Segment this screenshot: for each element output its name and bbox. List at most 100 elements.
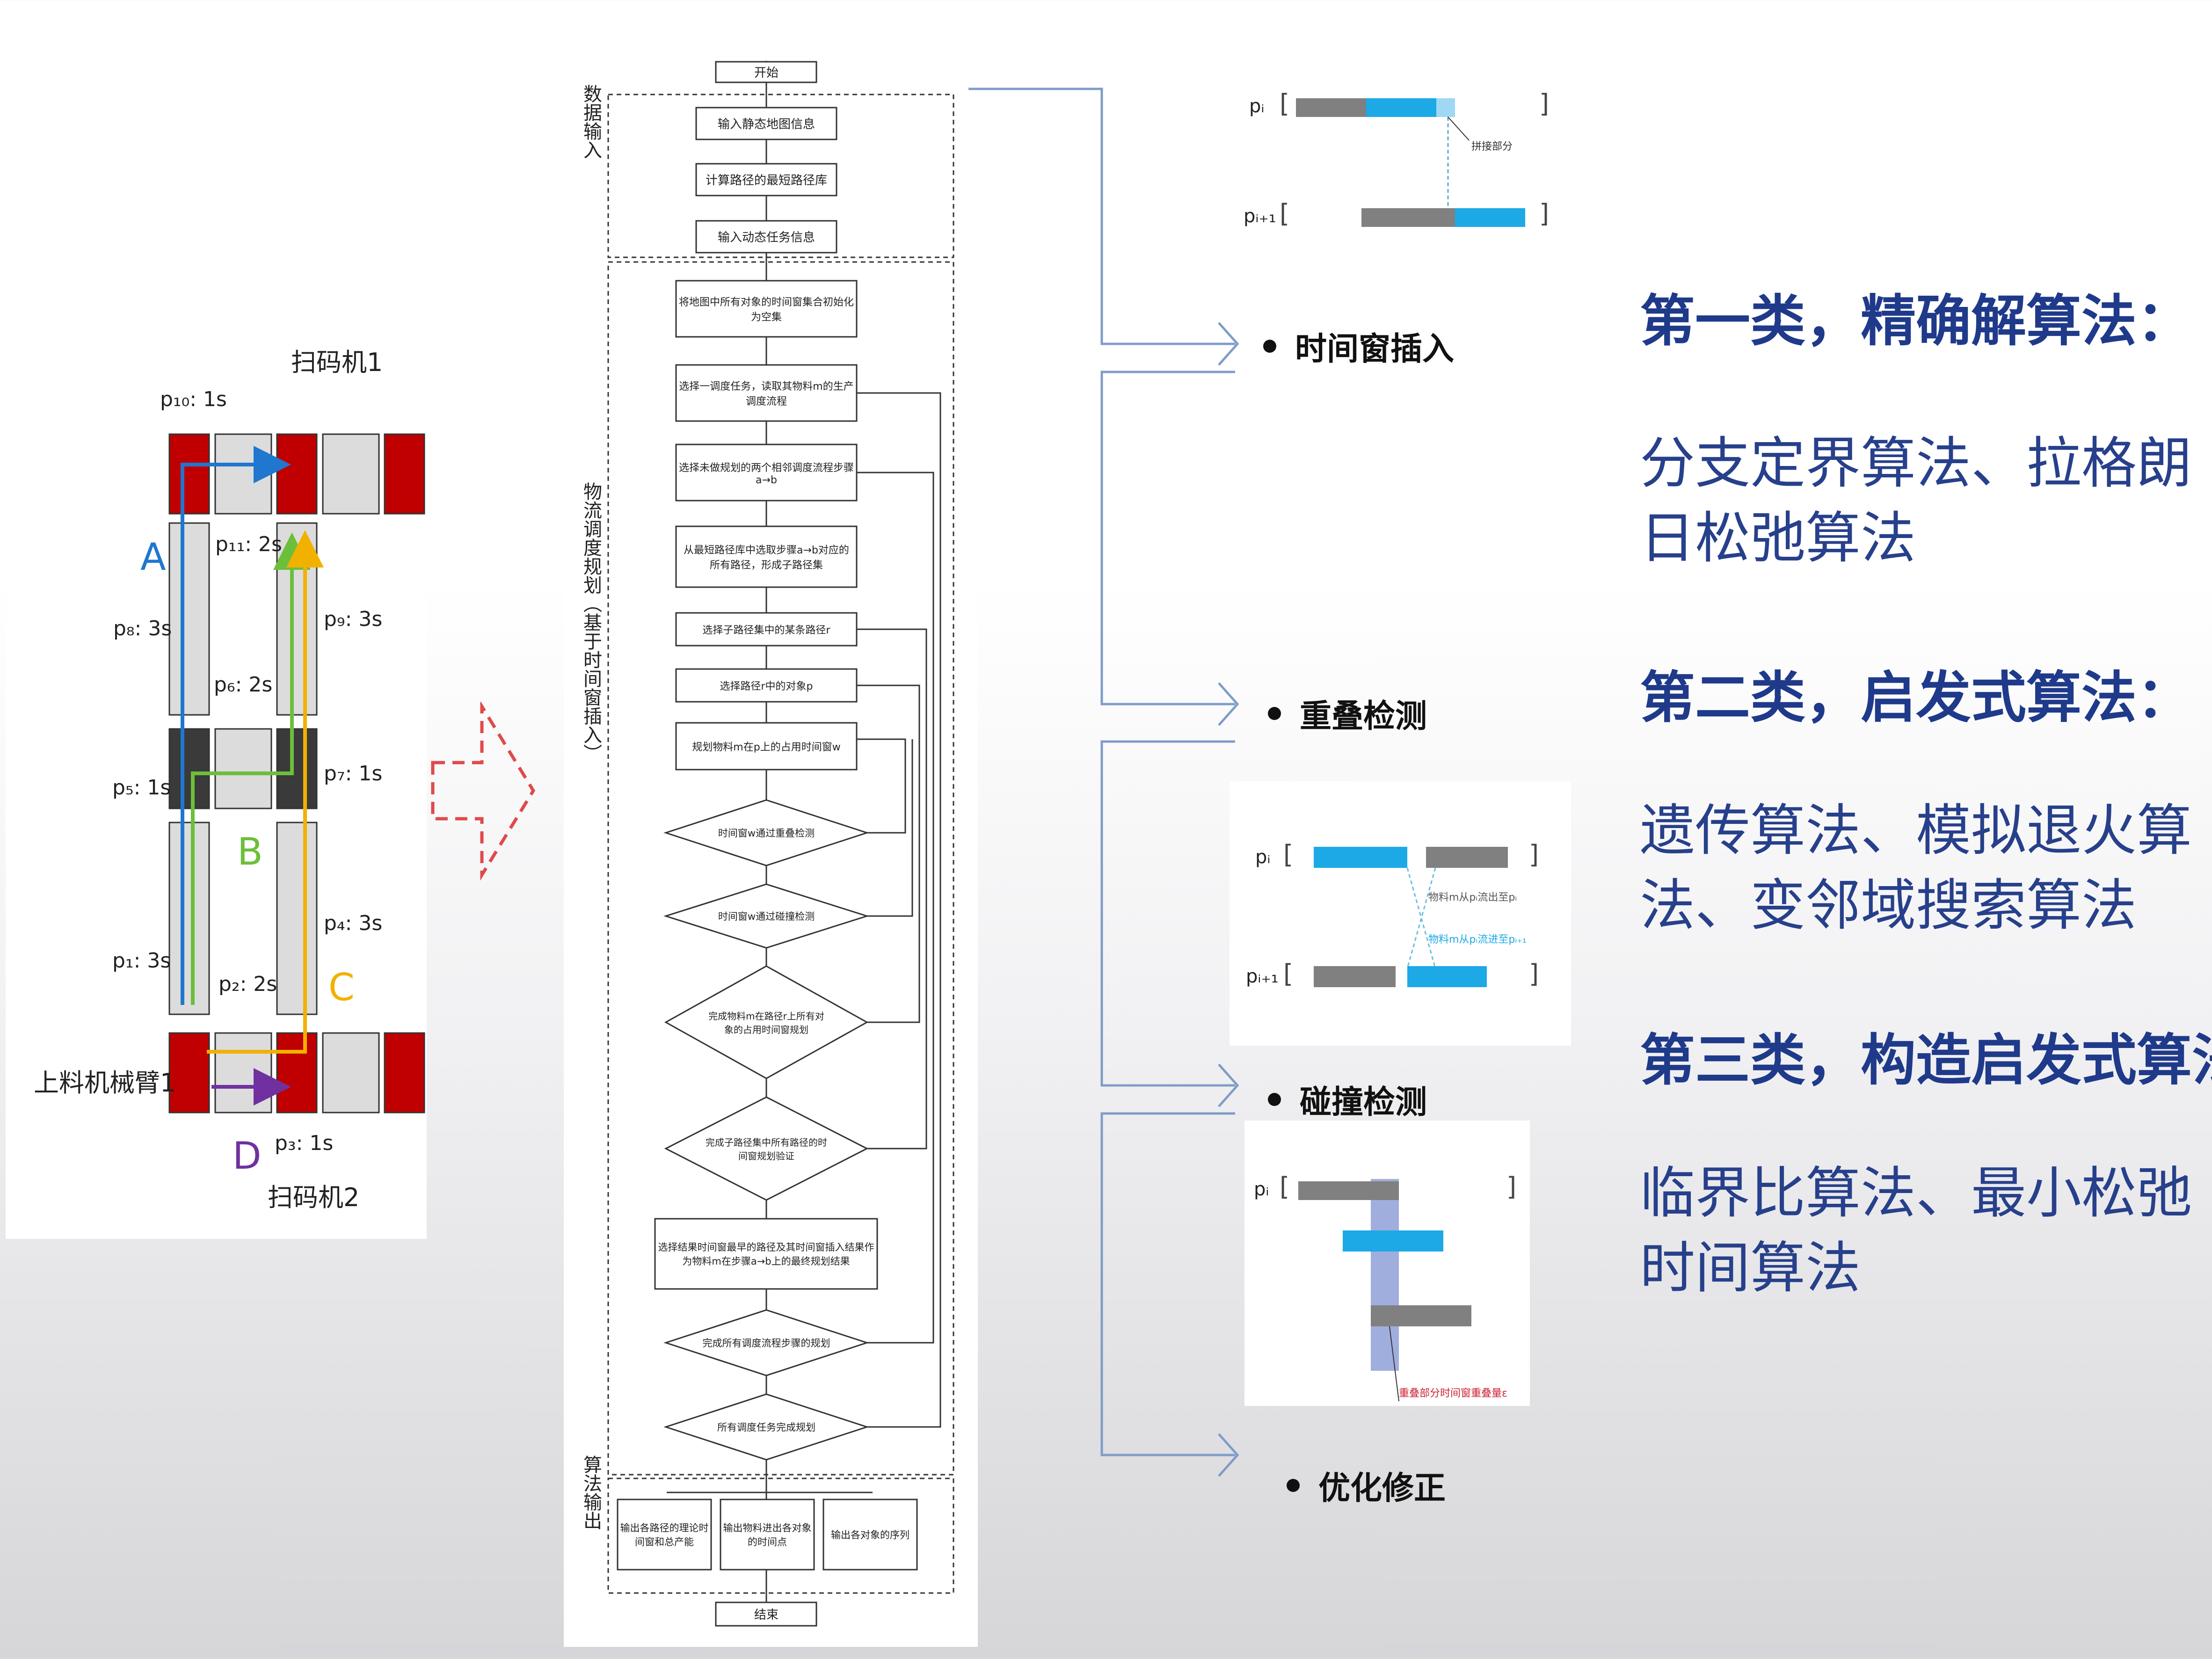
decision-steps-done: 完成所有调度流程步骤的规划 xyxy=(702,1338,830,1349)
output-3: 输出各对象的序列 xyxy=(831,1529,910,1541)
section-input-label: 数据输入 xyxy=(580,84,602,159)
svg-text:[: [ xyxy=(1280,89,1289,118)
plan-step-6: 选择路径r中的对象p xyxy=(720,681,813,692)
label-p3: p₃: 1s xyxy=(275,1131,333,1155)
label-p8: p₈: 3s xyxy=(113,617,172,640)
plan-step-2: 选择一调度任务，读取其物料m的生产调度流程 xyxy=(679,381,854,407)
flow-end: 结束 xyxy=(754,1608,779,1622)
bullet-label: 碰撞检测 xyxy=(1300,1084,1427,1121)
route-b-line xyxy=(191,532,311,1005)
cell-bot-1 xyxy=(168,1032,210,1113)
svg-text:[: [ xyxy=(1280,1172,1289,1201)
cell-top-2 xyxy=(214,433,272,515)
label-p11: p₁₁: 2s xyxy=(215,532,282,556)
svg-text:]: ] xyxy=(1529,840,1539,869)
pi1-label: pᵢ₊₁ xyxy=(1244,205,1276,227)
label-route-c: C xyxy=(328,966,355,1009)
lane-p4 xyxy=(276,822,318,1015)
output-2: 输出物料进出各对象的时间点 xyxy=(723,1522,812,1548)
section-plan-label: 物流调度规划（基于时间窗插入） xyxy=(580,482,602,763)
note-collision: 重叠部分时间窗重叠量ε xyxy=(1399,1388,1507,1399)
bullet-collision-check: 碰撞检测 xyxy=(1268,1076,1427,1122)
cell-top-1 xyxy=(168,433,210,515)
svg-text:[: [ xyxy=(1280,199,1289,228)
decision-route-objects: 完成物料m在路径r上所有对象的占用时间窗规划 xyxy=(708,1011,824,1035)
category-1-heading: 第一类，精确解算法： xyxy=(1640,289,2192,353)
cell-p6 xyxy=(214,728,272,809)
plan-step-5: 选择子路径集中的某条路径r xyxy=(702,625,830,636)
svg-text:]: ] xyxy=(1539,89,1549,118)
select-result-step: 选择结果时间窗最早的路径及其时间窗插入结果作为物料m在步骤a→b上的最终规划结果 xyxy=(658,1242,874,1267)
label-p9: p₉: 3s xyxy=(324,607,382,631)
cell-bot-2 xyxy=(214,1032,272,1113)
label-p4: p₄: 3s xyxy=(324,911,382,935)
cell-p7 xyxy=(276,728,318,809)
label-p6: p₆: 2s xyxy=(214,673,272,697)
svg-text:]: ] xyxy=(1506,1172,1516,1201)
route-a-line xyxy=(181,446,291,1005)
transition-arrow-icon xyxy=(431,702,536,881)
plan-step-4: 从最短路径库中选取步骤a→b对应的所有路径，形成子路径集 xyxy=(684,545,849,571)
lane-p1 xyxy=(168,822,210,1015)
bullet-optimization: 优化修正 xyxy=(1287,1462,1446,1508)
category-2-heading: 第二类，启发式算法： xyxy=(1640,665,2192,730)
decision-collision: 时间窗w通过碰撞检测 xyxy=(718,911,815,922)
bullet-dot-icon xyxy=(1263,339,1276,353)
label-loader: 上料机械臂1 xyxy=(34,1068,176,1098)
decision-overlap: 时间窗w通过重叠检测 xyxy=(718,828,815,839)
cell-top-4 xyxy=(322,433,380,515)
svg-text:]: ] xyxy=(1539,199,1549,228)
label-scanner1: 扫码机1 xyxy=(291,348,383,377)
pi1-label: pᵢ₊₁ xyxy=(1246,966,1279,987)
bullet-dot-icon xyxy=(1268,706,1281,720)
bullet-label: 时间窗插入 xyxy=(1295,331,1455,368)
bullet-dot-icon xyxy=(1287,1478,1300,1492)
bullet-label: 重叠检测 xyxy=(1300,698,1427,735)
flowchart: 开始 数据输入 物流调度规划（基于时间窗插入） 算法输出 输入静态地图信息 计算… xyxy=(580,61,954,1627)
decision-subpaths: 完成子路径集中所有路径的时间窗规划验证 xyxy=(706,1137,827,1162)
svg-text:]: ] xyxy=(1529,959,1539,989)
pi-label: pᵢ xyxy=(1254,1179,1269,1200)
label-route-b: B xyxy=(237,830,263,873)
note-splice: 拼接部分 xyxy=(1471,141,1513,153)
svg-text:[: [ xyxy=(1283,959,1293,989)
pi-label: pᵢ xyxy=(1255,846,1271,868)
plan-step-1: 将地图中所有对象的时间窗集合初始化为空集 xyxy=(679,297,854,323)
svg-text:[: [ xyxy=(1283,840,1293,869)
timeline-collision-panel: pᵢ [ ] 重叠部分时间窗重叠量ε xyxy=(1244,1121,1530,1406)
cell-top-5 xyxy=(384,433,425,515)
flow-start: 开始 xyxy=(754,66,779,80)
flowchart-panel: 开始 数据输入 物流调度规划（基于时间窗插入） 算法输出 输入静态地图信息 计算… xyxy=(564,37,978,1647)
label-p10: p₁₀: 1s xyxy=(160,387,227,411)
label-scanner2: 扫码机2 xyxy=(268,1183,359,1212)
cell-bot-3 xyxy=(276,1032,318,1113)
bullet-dot-icon xyxy=(1268,1092,1281,1106)
cell-top-3 xyxy=(276,433,318,515)
plan-step-7: 规划物料m在p上的占用时间窗w xyxy=(692,742,841,753)
timeline-insert-panel: pᵢ [ ] 拼接部分 pᵢ₊₁ [ ] xyxy=(1235,61,1567,285)
plan-step-3: 选择未做规划的两个相邻调度流程步骤a→b xyxy=(679,462,854,486)
label-route-d: D xyxy=(233,1134,262,1178)
label-p2: p₂: 2s xyxy=(218,972,277,996)
category-1-body: 分支定界算法、拉格朗日松弛算法 xyxy=(1640,431,2192,570)
timeline-overlap-panel: pᵢ [ ] 物料m从pᵢ流出至pᵢ 物料m从pᵢ流进至pᵢ₊₁ pᵢ₊₁ [ … xyxy=(1230,781,1571,1046)
category-3-heading: 第三类，构造启发式算法： xyxy=(1640,1028,2212,1092)
category-3-body: 临界比算法、最小松弛时间算法 xyxy=(1640,1161,2192,1300)
cell-p5 xyxy=(168,728,210,809)
pi-label: pᵢ xyxy=(1249,95,1265,117)
bullet-overlap-check: 重叠检测 xyxy=(1268,690,1427,736)
input-step-1: 输入静态地图信息 xyxy=(718,117,815,131)
route-c-line xyxy=(207,530,324,1054)
label-p7: p₇: 1s xyxy=(324,762,382,786)
cell-bot-4 xyxy=(322,1032,380,1113)
label-p5: p₅: 1s xyxy=(112,776,171,800)
input-step-2: 计算路径的最短路径库 xyxy=(706,174,827,188)
agv-layout-diagram: 扫码机1 p₁₀: 1s A p₁₁: 2s p₈: 3s p₉: 3s p₆:… xyxy=(34,348,425,1212)
input-step-3: 输入动态任务信息 xyxy=(718,231,815,245)
bullet-time-window: 时间窗插入 xyxy=(1263,323,1454,369)
section-output-label: 算法输出 xyxy=(580,1455,602,1530)
cell-bot-5 xyxy=(384,1032,425,1113)
label-route-a: A xyxy=(140,535,166,579)
output-1: 输出各路径的理论时间窗和总产能 xyxy=(620,1522,709,1548)
bullet-label: 优化修正 xyxy=(1318,1470,1446,1507)
